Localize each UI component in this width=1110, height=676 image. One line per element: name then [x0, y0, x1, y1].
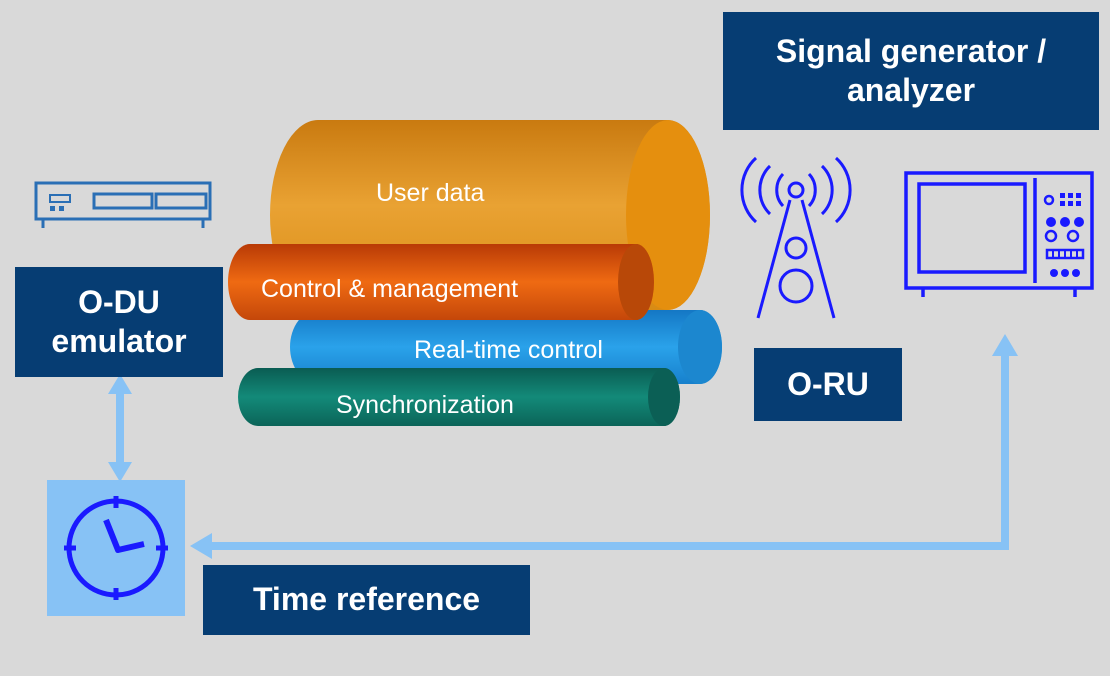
signal-generator-analyzer-label: Signal generator / analyzer	[723, 12, 1099, 130]
time-reference-label: Time reference	[203, 565, 530, 635]
realtime-control-label: Real-time control	[414, 336, 603, 364]
oru-label: O-RU	[754, 348, 902, 421]
signal-generator-line1: Signal generator /	[775, 32, 1047, 69]
odu-clock-arrow	[108, 374, 132, 482]
user-data-label: User data	[376, 179, 485, 207]
control-management-label: Control & management	[261, 275, 519, 303]
signal-analyzer-icon	[903, 170, 1095, 305]
analyzer-clock-arrow	[190, 334, 1018, 559]
odu-emulator-label: O-DU emulator	[15, 267, 223, 377]
clock-icon	[60, 492, 172, 609]
radio-tower-icon	[734, 150, 858, 331]
odu-line2: emulator	[51, 323, 187, 359]
server-rack-icon	[34, 181, 214, 236]
realtime-control-pipe	[290, 310, 722, 384]
control-management-pipe	[228, 244, 654, 320]
synchronization-pipe	[238, 368, 680, 426]
odu-line1: O-DU	[78, 283, 160, 320]
synchronization-label: Synchronization	[336, 391, 514, 419]
signal-generator-line2: analyzer	[846, 72, 976, 108]
